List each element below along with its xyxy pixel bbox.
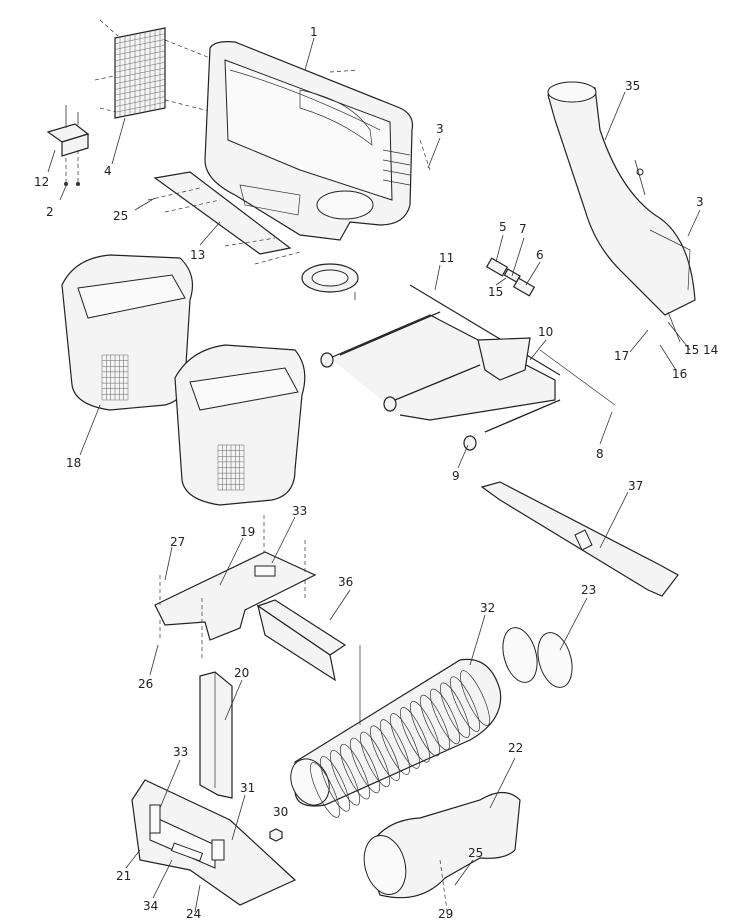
callout-31: 31 xyxy=(240,781,255,795)
callout-17: 17 xyxy=(614,349,629,363)
callout-10: 10 xyxy=(538,325,553,339)
callout-15-right: 15 xyxy=(684,343,699,357)
callout-26: 26 xyxy=(138,677,153,691)
callout-13: 13 xyxy=(190,248,205,262)
part-mounting-plate xyxy=(154,515,317,660)
callout-14: 14 xyxy=(703,343,718,357)
callout-9: 9 xyxy=(452,469,460,483)
callout-16: 16 xyxy=(672,367,687,381)
part-vertical-bar xyxy=(199,671,233,799)
part-hose-clamps xyxy=(502,627,573,688)
callout-5: 5 xyxy=(499,220,507,234)
callout-11: 11 xyxy=(439,251,454,265)
callout-24: 24 xyxy=(186,907,201,920)
callout-18: 18 xyxy=(66,456,81,470)
callout-22: 22 xyxy=(508,741,523,755)
callout-33-bottom: 33 xyxy=(173,745,188,759)
callout-25-bottom: 25 xyxy=(468,846,483,860)
callout-4: 4 xyxy=(104,164,112,178)
callout-27: 27 xyxy=(170,535,185,549)
callout-36: 36 xyxy=(338,575,353,589)
callout-6: 6 xyxy=(536,248,544,262)
callout-labels: 1 3 4 12 2 25 13 11 5 7 6 15 10 8 9 35 3… xyxy=(34,25,718,920)
part-hopper-housing xyxy=(204,41,431,241)
callout-3-right: 3 xyxy=(696,195,704,209)
part-nut xyxy=(269,828,283,842)
part-bottom-rail xyxy=(147,171,301,265)
callout-1: 1 xyxy=(310,25,318,39)
part-angle-bracket xyxy=(256,599,347,682)
part-deck-housing xyxy=(131,779,297,906)
callout-23: 23 xyxy=(581,583,596,597)
part-latch-bracket xyxy=(46,105,90,186)
callout-34: 34 xyxy=(143,899,158,913)
callout-15-left: 15 xyxy=(488,285,503,299)
callout-8: 8 xyxy=(596,447,604,461)
callout-19: 19 xyxy=(240,525,255,539)
part-chute-adapter xyxy=(363,791,521,919)
callout-7: 7 xyxy=(519,222,527,236)
callout-21: 21 xyxy=(116,869,131,883)
part-screen-grille xyxy=(94,19,286,131)
callout-32: 32 xyxy=(480,601,495,615)
callout-35: 35 xyxy=(625,79,640,93)
callout-29: 29 xyxy=(438,907,453,920)
callout-12: 12 xyxy=(34,175,49,189)
callout-20: 20 xyxy=(234,666,249,680)
leader-lines xyxy=(47,37,701,913)
callout-33-top: 33 xyxy=(292,504,307,518)
part-flex-hose xyxy=(290,645,502,818)
callout-37: 37 xyxy=(628,479,643,493)
part-pins xyxy=(485,257,536,297)
part-mower-blade xyxy=(480,481,679,597)
part-discharge-chute xyxy=(547,81,696,316)
callout-30: 30 xyxy=(273,805,288,819)
callout-2: 2 xyxy=(46,205,54,219)
part-support-frame xyxy=(320,284,616,451)
callout-25: 25 xyxy=(113,209,128,223)
part-collection-bag-left xyxy=(61,254,193,411)
callout-3: 3 xyxy=(436,122,444,136)
part-ring-gasket xyxy=(301,263,359,300)
part-collection-bag-right xyxy=(174,344,306,506)
